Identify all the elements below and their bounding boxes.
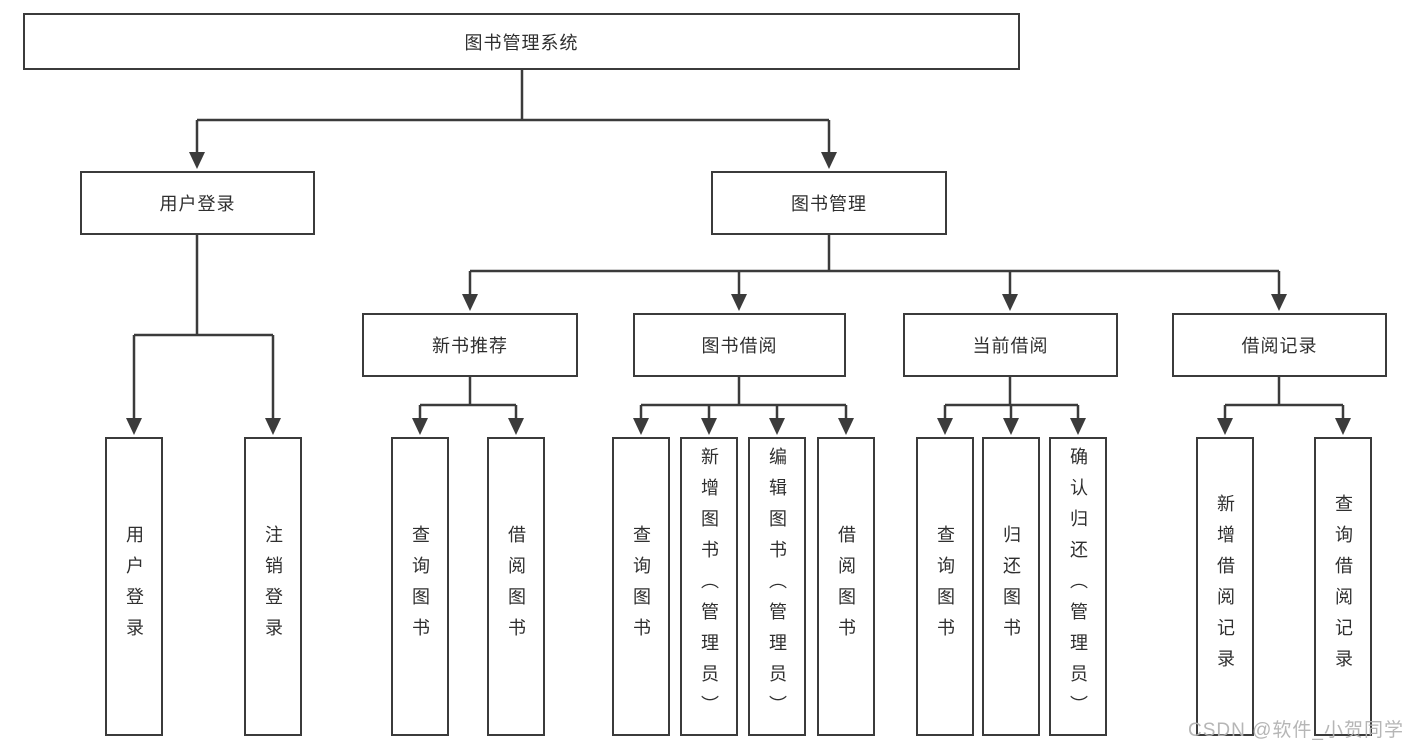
node-book-borrow: 图书借阅 (633, 313, 846, 377)
node-current-borrow-label: 当前借阅 (972, 336, 1049, 356)
leaf-add-books-admin-label: 新增图书（管理员） (699, 447, 719, 726)
leaf-logout: 注销登录 (244, 437, 302, 736)
leaf-borrow-books-recommend: 借阅图书 (487, 437, 545, 736)
leaf-logout-label: 注销登录 (263, 524, 283, 649)
connector-user-login-subtree (126, 235, 281, 435)
leaf-query-borrow-record-label: 查询借阅记录 (1333, 493, 1353, 680)
leaf-borrow-books-recommend-label: 借阅图书 (506, 524, 526, 649)
node-borrow-record-label: 借阅记录 (1241, 336, 1318, 356)
leaf-confirm-return-admin: 确认归还（管理员） (1049, 437, 1107, 736)
leaf-user-login-label: 用户登录 (124, 524, 144, 649)
connector-current-borrow-subtree (937, 377, 1086, 435)
connector-borrow-record-subtree (1217, 377, 1351, 435)
leaf-query-books-recommend: 查询图书 (391, 437, 449, 736)
node-book-borrow-label: 图书借阅 (701, 336, 778, 356)
node-current-borrow: 当前借阅 (903, 313, 1118, 377)
connector-root-to-level2 (189, 70, 837, 169)
connector-book-borrow-subtree (633, 377, 854, 435)
node-root-system: 图书管理系统 (23, 13, 1020, 70)
leaf-return-books-label: 归还图书 (1001, 524, 1021, 649)
leaf-user-login: 用户登录 (105, 437, 163, 736)
leaf-edit-books-admin: 编辑图书（管理员） (748, 437, 806, 736)
leaf-add-borrow-record-label: 新增借阅记录 (1215, 493, 1235, 680)
node-book-management-label: 图书管理 (791, 194, 867, 214)
csdn-watermark: CSDN @软件_小贺同学 (1188, 720, 1404, 741)
node-book-management: 图书管理 (711, 171, 947, 235)
node-borrow-record: 借阅记录 (1172, 313, 1387, 377)
leaf-query-books-recommend-label: 查询图书 (410, 524, 430, 649)
leaf-return-books: 归还图书 (982, 437, 1040, 736)
leaf-query-books-current-label: 查询图书 (935, 524, 955, 649)
node-root-label: 图书管理系统 (464, 32, 579, 53)
node-new-book-recommend: 新书推荐 (362, 313, 578, 377)
node-user-login: 用户登录 (80, 171, 315, 235)
leaf-query-books-borrow: 查询图书 (612, 437, 670, 736)
node-new-book-recommend-label: 新书推荐 (432, 336, 508, 356)
leaf-query-books-current: 查询图书 (916, 437, 974, 736)
leaf-borrow-books-label: 借阅图书 (836, 524, 856, 649)
leaf-query-books-borrow-label: 查询图书 (631, 524, 651, 649)
node-user-login-label: 用户登录 (159, 194, 236, 214)
leaf-add-borrow-record: 新增借阅记录 (1196, 437, 1254, 736)
leaf-add-books-admin: 新增图书（管理员） (680, 437, 738, 736)
leaf-edit-books-admin-label: 编辑图书（管理员） (767, 447, 787, 726)
leaf-query-borrow-record: 查询借阅记录 (1314, 437, 1372, 736)
connector-book-management-to-level3 (462, 235, 1287, 311)
connector-new-book-subtree (412, 377, 524, 435)
leaf-borrow-books: 借阅图书 (817, 437, 875, 736)
leaf-confirm-return-admin-label: 确认归还（管理员） (1068, 447, 1088, 726)
